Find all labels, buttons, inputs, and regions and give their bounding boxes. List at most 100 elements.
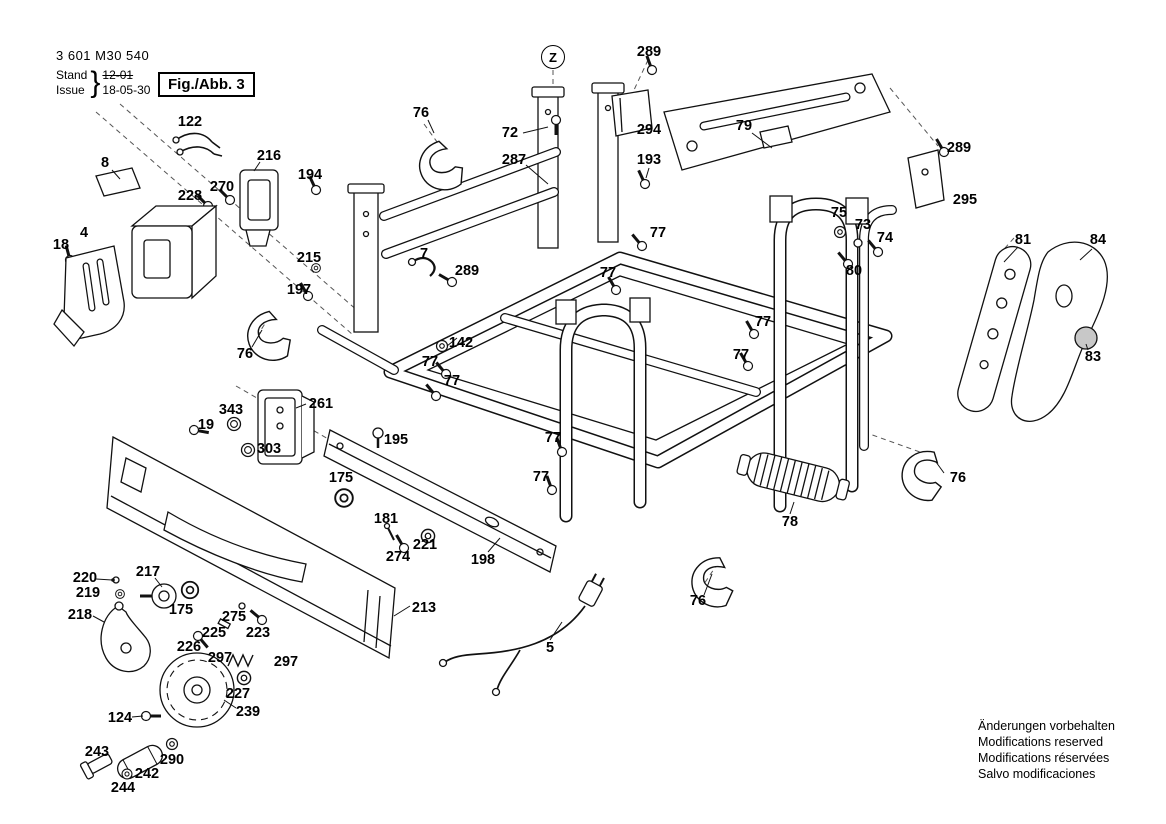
part-number-label: 198 xyxy=(470,552,496,568)
part-number-label: 239 xyxy=(235,704,261,720)
part-number-label: 270 xyxy=(209,179,235,195)
pin-181 xyxy=(387,527,395,541)
part-number-label: 77 xyxy=(544,430,562,446)
modification-note: Salvo modificaciones xyxy=(978,767,1096,781)
part-number-label: 343 xyxy=(218,402,244,418)
brace-glyph: } xyxy=(90,66,101,99)
pin-195 xyxy=(372,427,384,448)
rail-198 xyxy=(323,429,557,573)
part-number-label: 242 xyxy=(134,766,160,782)
part-number-label: 221 xyxy=(412,537,438,553)
part-number-label: 18 xyxy=(52,237,70,253)
part-number-label: 73 xyxy=(854,217,872,233)
part-number-label: 77 xyxy=(754,314,772,330)
pin-225 xyxy=(217,618,232,630)
part-number-label: 218 xyxy=(67,607,93,623)
part-number-label: 216 xyxy=(256,148,282,164)
part-number-label: 303 xyxy=(256,441,282,457)
part-number-label: 275 xyxy=(221,609,247,625)
clip-7 xyxy=(411,256,436,277)
part-number-label: 295 xyxy=(952,192,978,208)
part-number-label: 181 xyxy=(373,511,399,527)
part-number-label: 76 xyxy=(949,470,967,486)
part-number-label: 122 xyxy=(177,114,203,130)
part-number-label: 197 xyxy=(286,282,312,298)
part-number-label: 4 xyxy=(79,225,89,241)
modification-note: Änderungen vorbehalten xyxy=(978,719,1115,733)
part-number-label: 228 xyxy=(177,188,203,204)
part-number-label: 84 xyxy=(1089,232,1107,248)
part-number-label: 290 xyxy=(159,752,185,768)
zone-marker-z: Z xyxy=(541,45,565,69)
part-number-label: 76 xyxy=(236,346,254,362)
cable-clip-122 xyxy=(172,132,223,157)
side-panel-213 xyxy=(106,435,396,660)
part-number-label: 223 xyxy=(245,625,271,641)
part-number-label: 287 xyxy=(501,152,527,168)
stand-label: Stand xyxy=(56,68,88,82)
part-number-label: 225 xyxy=(201,625,227,641)
part-number-label: 81 xyxy=(1014,232,1032,248)
modification-note: Modifications réservées xyxy=(978,751,1110,765)
part-number-label: 227 xyxy=(225,686,251,702)
cross-rails xyxy=(317,147,561,375)
modification-note: Modifications reserved xyxy=(978,735,1104,749)
lock-knob-assembly xyxy=(79,576,270,780)
part-number-label: 77 xyxy=(599,265,617,281)
part-number-label: 226 xyxy=(176,639,202,655)
document-number: 3 601 M30 540 xyxy=(56,48,150,63)
part-number-label: 215 xyxy=(296,250,322,266)
issue-label: Issue xyxy=(56,83,85,97)
part-number-label: 76 xyxy=(689,593,707,609)
part-number-label: 7 xyxy=(419,246,429,262)
part-number-label: 75 xyxy=(830,205,848,221)
washer-73 xyxy=(853,238,863,248)
part-number-label: 77 xyxy=(649,225,667,241)
part-number-label: 289 xyxy=(636,44,662,60)
bracket-216 xyxy=(239,169,279,247)
part-number-label: 79 xyxy=(735,118,753,134)
part-number-label: 289 xyxy=(946,140,972,156)
part-number-label: 219 xyxy=(75,585,101,601)
zone-marker-letter: Z xyxy=(549,49,557,65)
part-number-label: 8 xyxy=(100,155,110,171)
part-number-label: 243 xyxy=(84,744,110,760)
part-number-label: 76 xyxy=(412,105,430,121)
part-number-label: 297 xyxy=(207,650,233,666)
part-number-label: 220 xyxy=(72,570,98,586)
lever-218 xyxy=(100,605,151,673)
leader-lines xyxy=(92,119,1093,718)
part-number-label: 77 xyxy=(443,373,461,389)
part-number-label: 74 xyxy=(876,230,894,246)
part-number-label: 175 xyxy=(168,602,194,618)
part-number-label: 261 xyxy=(308,396,334,412)
part-number-label: 83 xyxy=(1084,349,1102,365)
leg-arches xyxy=(555,195,897,523)
figure-label: Fig./Abb. 3 xyxy=(158,72,255,97)
part-number-label: 77 xyxy=(532,469,550,485)
support-posts xyxy=(347,82,625,333)
part-number-label: 175 xyxy=(328,470,354,486)
latch-bar-79 xyxy=(663,73,891,171)
part-number-label: 78 xyxy=(781,514,799,530)
part-number-label: 194 xyxy=(297,167,323,183)
part-number-label: 217 xyxy=(135,564,161,580)
bracket-261 xyxy=(187,389,315,465)
part-number-label: 142 xyxy=(448,335,474,351)
spring-297 xyxy=(227,653,254,668)
part-number-label: 72 xyxy=(501,125,519,141)
part-number-label: 77 xyxy=(421,354,439,370)
carry-handle-78 xyxy=(736,452,850,503)
part-number-label: 5 xyxy=(545,640,555,656)
part-number-label: 124 xyxy=(107,710,133,726)
power-cord-5 xyxy=(438,573,605,697)
latch-4 xyxy=(53,245,125,348)
brace-plates xyxy=(957,241,1108,422)
revision-block: Stand Issue } 12-01 18-05-30 xyxy=(56,68,150,98)
part-number-label: 193 xyxy=(636,152,662,168)
plate-8 xyxy=(95,167,141,197)
